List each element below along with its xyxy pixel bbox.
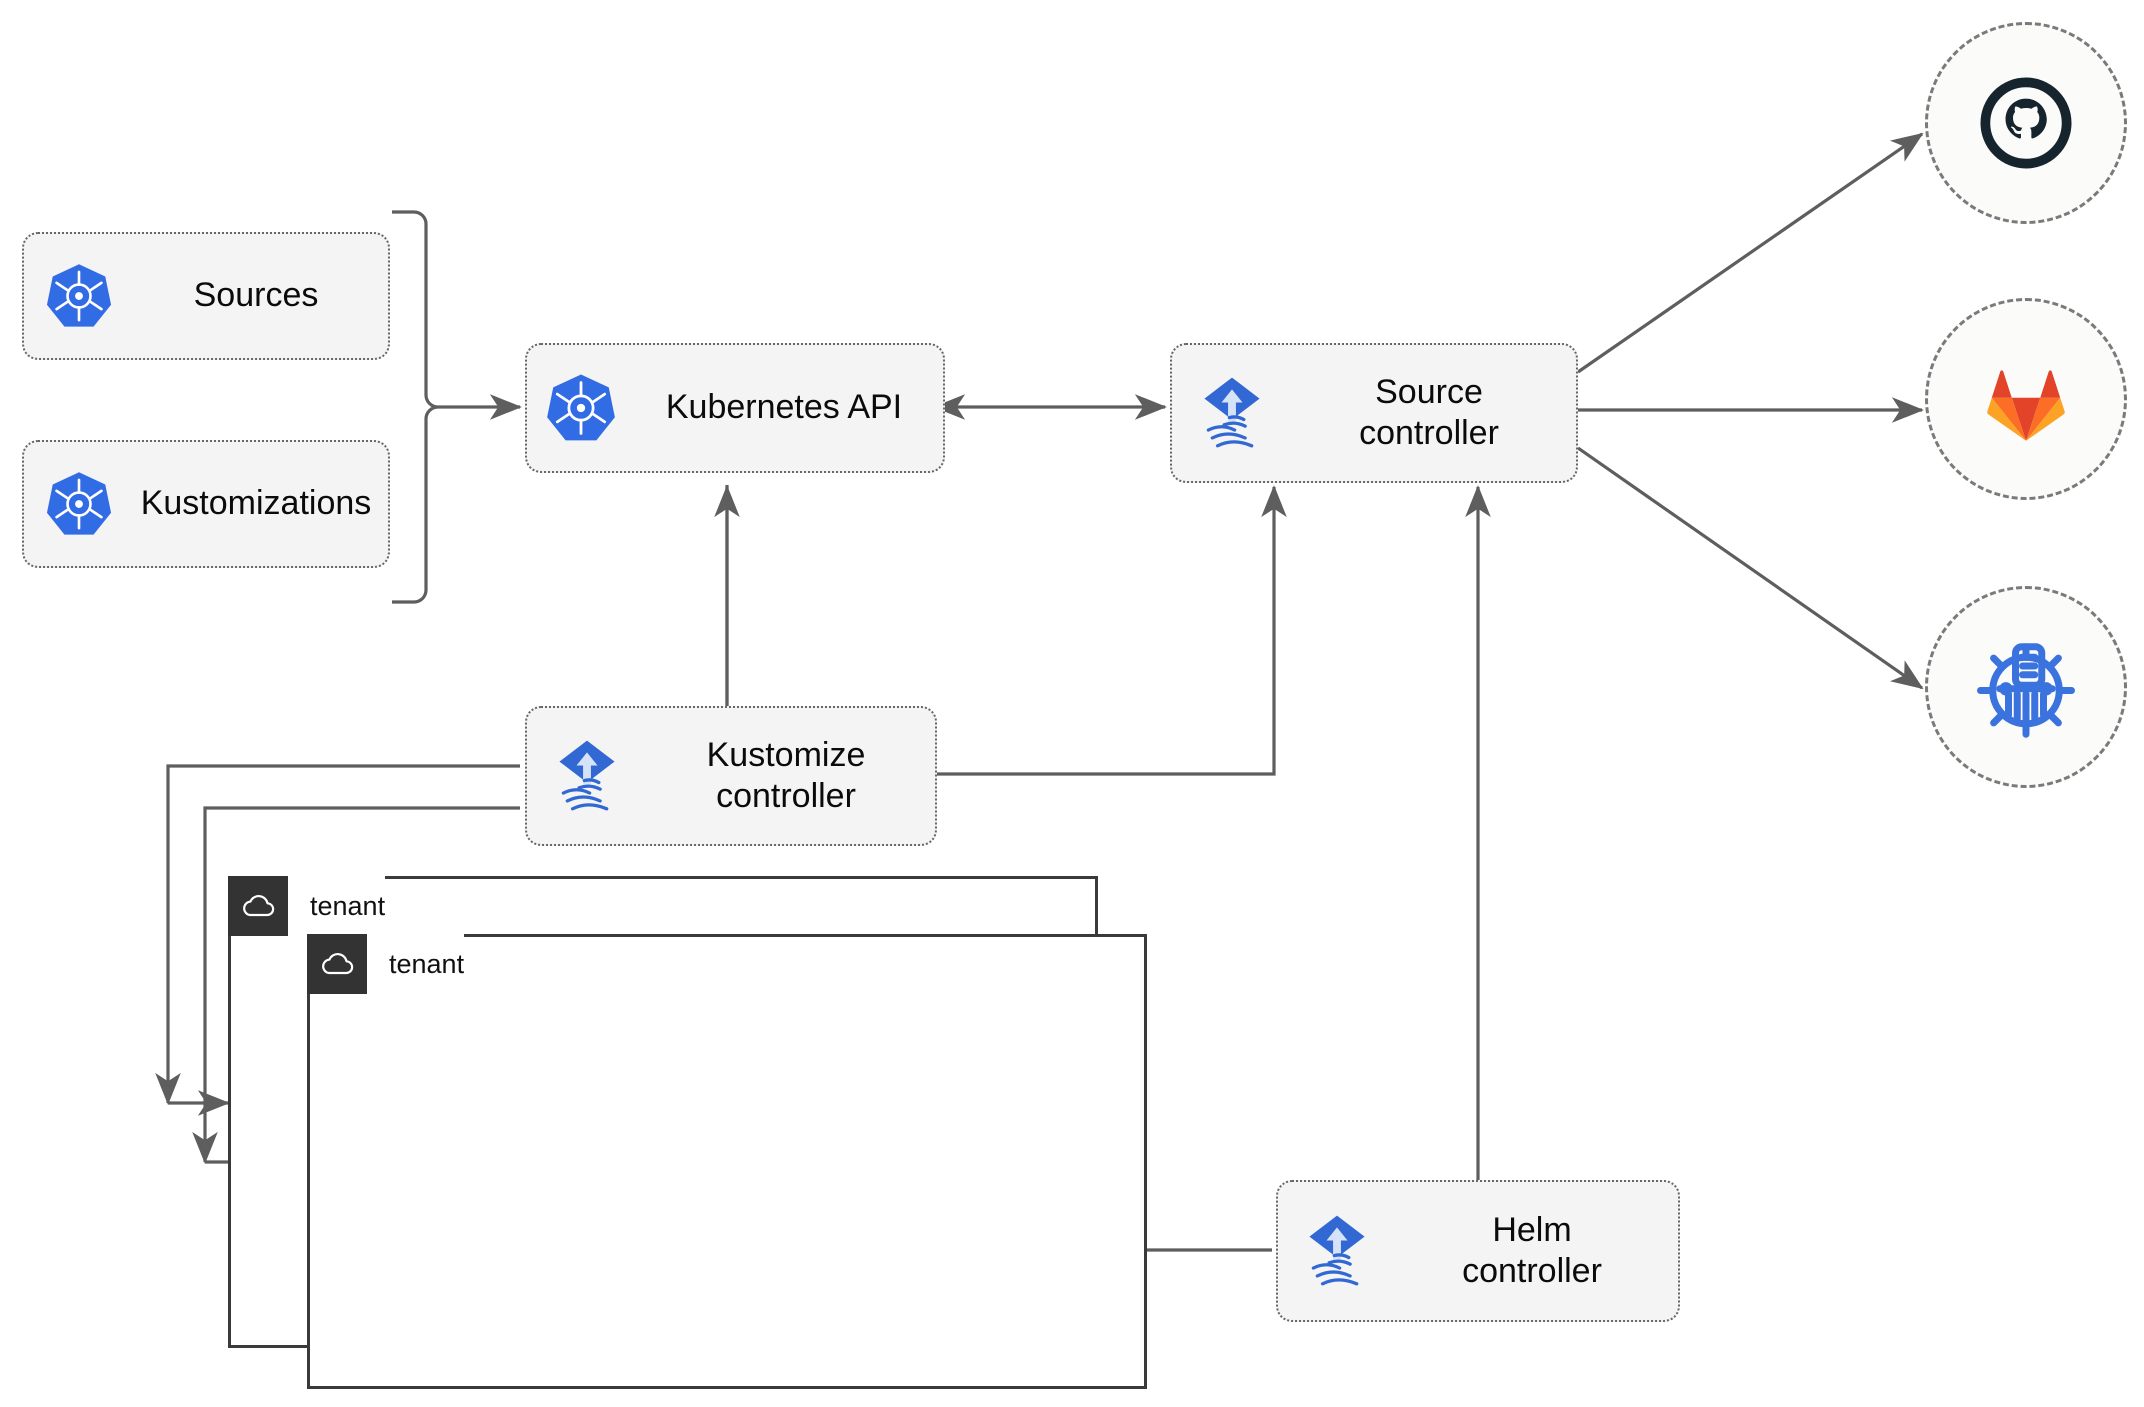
node-label: Kubernetes API	[665, 388, 903, 427]
repo-helm-registry[interactable]	[1925, 586, 2127, 788]
tenant-inner[interactable]: tenant	[307, 934, 1147, 1389]
node-source-controller[interactable]: Source controller	[1170, 343, 1578, 483]
kubernetes-icon	[527, 371, 635, 445]
flux-icon	[527, 734, 647, 818]
helm-registry-icon	[1977, 643, 2075, 738]
node-sources[interactable]: Sources	[22, 232, 390, 360]
tenant-label: tenant	[389, 948, 465, 979]
flux-icon	[1278, 1209, 1396, 1293]
repo-github[interactable]	[1925, 22, 2127, 224]
cloud-icon	[307, 934, 367, 994]
node-label: Kustomize controller	[706, 735, 866, 815]
flux-icon	[1172, 371, 1292, 455]
node-label: Kustomizations	[140, 484, 372, 523]
gitlab-icon	[1987, 370, 2065, 441]
tenant-label: tenant	[310, 890, 386, 921]
node-label: Sources	[193, 276, 319, 315]
kubernetes-icon	[24, 469, 134, 539]
tenant-tab: tenant	[307, 934, 465, 994]
kubernetes-icon	[24, 261, 134, 331]
cloud-icon	[228, 876, 288, 936]
repo-gitlab[interactable]	[1925, 298, 2127, 500]
node-label: Helm controller	[1462, 1210, 1602, 1290]
node-kustomizations[interactable]: Kustomizations	[22, 440, 390, 568]
tenant-tab: tenant	[228, 876, 386, 936]
node-kubernetes-api[interactable]: Kubernetes API	[525, 343, 945, 473]
github-icon	[1980, 77, 2072, 169]
node-label: Source controller	[1359, 372, 1499, 452]
node-kustomize-controller[interactable]: Kustomize controller	[525, 706, 937, 846]
node-helm-controller[interactable]: Helm controller	[1276, 1180, 1680, 1322]
